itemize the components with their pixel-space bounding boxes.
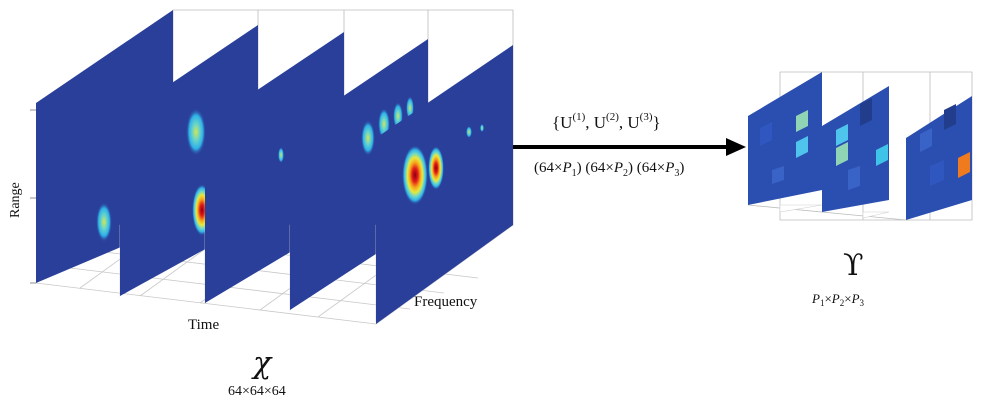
core-tensor: ϒ P1×P2×P3	[747, 71, 973, 308]
axis-label-frequency: Frequency	[414, 294, 478, 310]
axis-label-range: Range	[8, 182, 23, 218]
axis-label-time: Time	[188, 317, 219, 333]
input-tensor-dims: 64×64×64	[228, 384, 286, 399]
core-slice-1	[748, 72, 822, 205]
factor-matrices-label: {U(1), U(2), U(3)}	[552, 111, 661, 132]
input-tensor-symbol: χ	[251, 346, 273, 381]
projection-arrow	[513, 138, 746, 156]
range-axis-ticks	[30, 109, 36, 284]
factor-sizes-label: (64×P1) (64×P2) (64×P3)	[534, 160, 684, 179]
core-slice-2	[822, 86, 889, 212]
frequency-slice-5	[376, 45, 513, 324]
core-wedge-1	[779, 204, 823, 213]
core-wedge-2	[862, 211, 890, 219]
input-tensor: Range Time Frequency χ 64×64×64	[8, 9, 514, 399]
core-slice-3	[906, 96, 972, 220]
core-tensor-dims: P1×P2×P3	[811, 291, 865, 308]
core-tensor-symbol: ϒ	[843, 248, 864, 283]
